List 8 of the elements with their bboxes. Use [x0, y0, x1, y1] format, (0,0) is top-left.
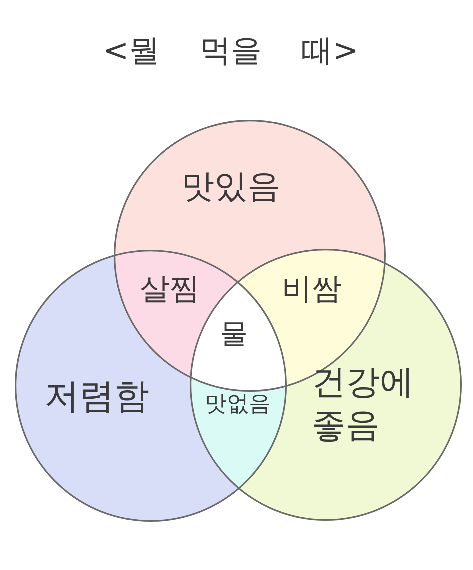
circle-label: 저렴함	[44, 376, 150, 420]
circle-label: 맛있음	[180, 165, 282, 207]
diagram-title: <뭘 먹을 때>	[102, 32, 360, 71]
circle-label: 건강에 좋음	[312, 362, 415, 446]
region-label: 살찜	[140, 272, 200, 308]
region-label: 물	[220, 317, 248, 351]
region-label: 맛없음	[205, 392, 271, 418]
region-label: 비쌈	[282, 272, 342, 308]
